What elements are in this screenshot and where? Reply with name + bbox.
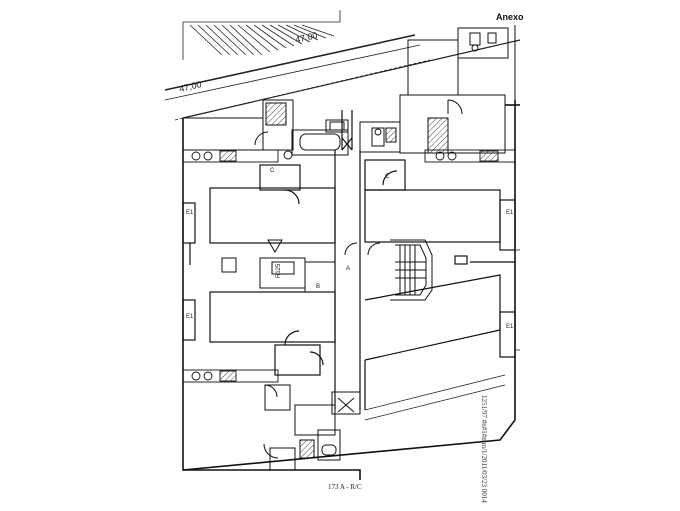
room-marker-kitchen-right: C bbox=[385, 174, 390, 180]
kitchen-counters bbox=[182, 149, 516, 383]
living-room-right-upper bbox=[364, 159, 516, 265]
frontage-dimension-label-2: 47,00 bbox=[178, 79, 202, 94]
room-label-e1-left-lower: E1 bbox=[186, 314, 194, 320]
stair-tag: R125 bbox=[276, 263, 282, 278]
room-label-e1-left: E1 bbox=[186, 210, 194, 216]
living-room-left-lower bbox=[182, 291, 336, 376]
unit-top-right bbox=[359, 27, 509, 154]
living-room-left-upper bbox=[182, 164, 336, 265]
building-outline bbox=[182, 25, 520, 480]
unit-bottom bbox=[263, 384, 361, 471]
margin-stamp: 1251/97 #n#1#mm/1/2011/03/23 0014 bbox=[480, 395, 488, 503]
staircase bbox=[367, 239, 433, 301]
frontage-dimension-label: 47,00 bbox=[294, 30, 318, 45]
room-marker-hall: A bbox=[346, 266, 350, 272]
living-room-right-lower bbox=[364, 274, 516, 410]
plan-caption: 173 A - R/C bbox=[328, 483, 362, 491]
room-label-e1-right-lower: E1 bbox=[506, 324, 514, 330]
site-boundary bbox=[164, 10, 521, 121]
central-lobby bbox=[221, 239, 358, 293]
room-marker-bath: B bbox=[316, 284, 320, 290]
room-label-e1-right: E1 bbox=[506, 210, 514, 216]
room-marker-kitchen: C bbox=[270, 168, 275, 174]
annex-label: Anexo bbox=[496, 12, 524, 22]
exterior-right bbox=[364, 249, 520, 421]
